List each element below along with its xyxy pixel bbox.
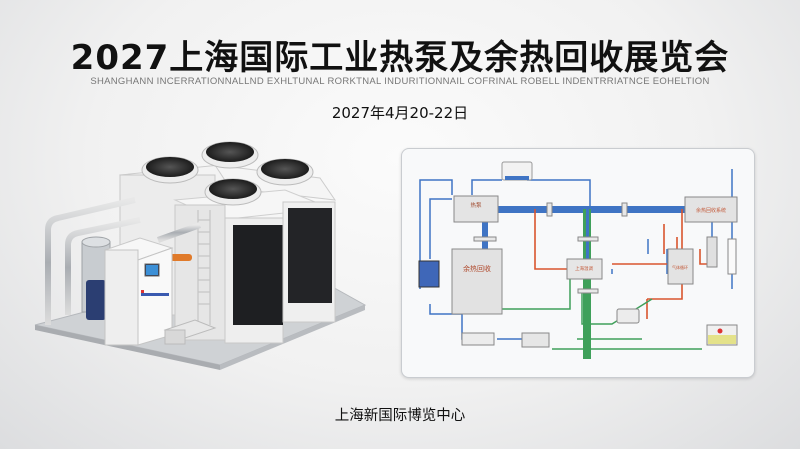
mid-unit-label: 上海温调 — [575, 265, 593, 272]
venue: 上海新国际博览中心 — [334, 408, 466, 424]
fan-icon — [141, 141, 314, 206]
event-date: 2027年4月20-22日 — [331, 104, 469, 122]
page-title: 2027上海国际工业热泵及余热回收展览会 — [70, 38, 730, 78]
heat-pump-label: 热泵 — [470, 201, 482, 209]
heat-recovery-process-diagram: 热泵 余热回收 上海温调 气体循环 余热回收系统 — [401, 148, 755, 378]
heat-recovery-label: 余热回收 — [463, 264, 491, 273]
english-subtitle: SHANGHANN INCERRATIONNALLND EXHLTUNAL RO… — [90, 76, 710, 87]
heat-pump-unit-illustration — [34, 141, 367, 370]
recovery-system-label: 余热回收系统 — [696, 207, 726, 214]
right-unit-label: 气体循环 — [672, 264, 688, 270]
